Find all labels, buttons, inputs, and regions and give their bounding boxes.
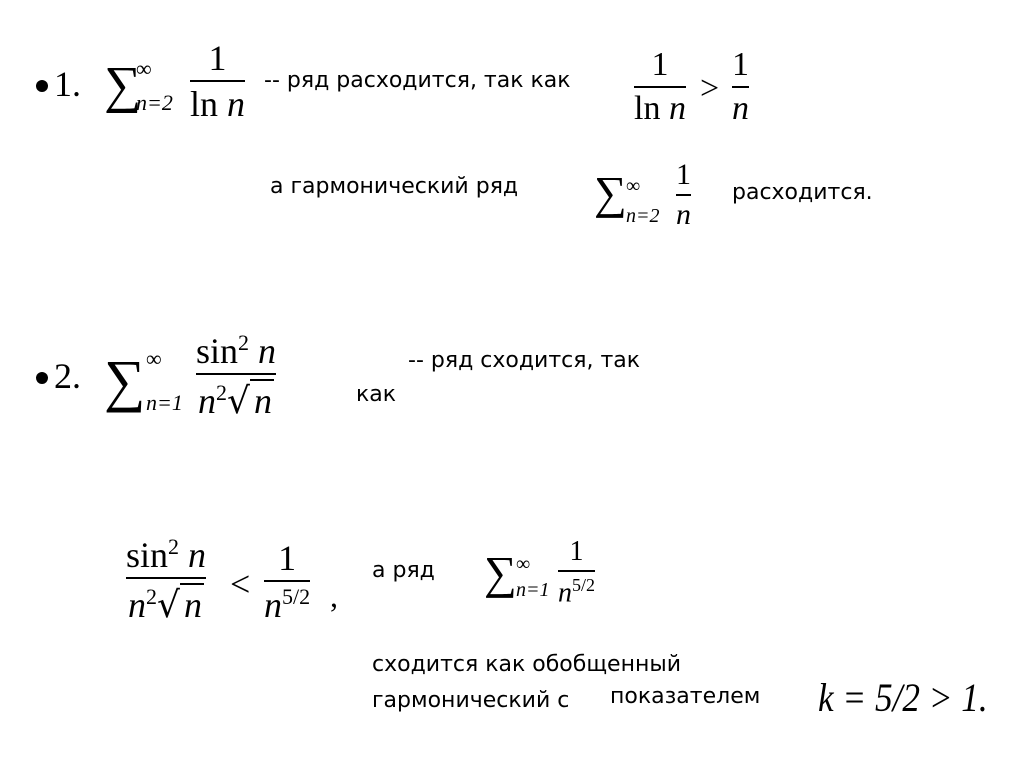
bullet-2 [36, 372, 48, 384]
item-2-number: 2. [54, 356, 81, 396]
item-2-text-a: -- ряд сходится, так [408, 348, 641, 373]
compare-2-right: 1 n5/2 [264, 538, 311, 625]
sum-1-sigma: ∑ [104, 57, 142, 114]
harmonic-lower: n=2 [626, 205, 660, 227]
sum-3-upper: ∞ [516, 553, 531, 575]
item-1-text: -- ряд расходится, так как [264, 68, 571, 93]
sum-2-sigma: ∑ [104, 348, 146, 413]
sum-1-lower: n=2 [136, 90, 173, 115]
exponent-inequality: k = 5/2 > 1. [818, 675, 988, 720]
sum-1-fraction: 1 ln n [190, 38, 246, 124]
sum-3-lower: n=1 [516, 579, 550, 601]
compare-2-op: < [230, 564, 251, 604]
compare-1-right: 1 n [732, 46, 749, 127]
sum-2-lower: n=1 [146, 390, 183, 415]
sum-1-den: ln n [190, 84, 246, 124]
sum-2-upper: ∞ [146, 346, 162, 371]
item-2-text3-word: показателем [610, 684, 761, 709]
item-1-text2: а гармонический ряд [270, 174, 519, 199]
harmonic-upper: ∞ [626, 175, 641, 197]
compare-1-op: > [700, 70, 720, 107]
bullet-1 [36, 80, 48, 92]
compare-2-left: sin2 n n2√n [126, 534, 207, 626]
harmonic-fraction: 1 n [676, 158, 691, 231]
sum-2-fraction: sin2 n n2√n [196, 330, 277, 422]
item-1-text3: расходится. [732, 180, 873, 205]
sum-1-num: 1 [208, 38, 227, 78]
compare-1-left: 1 ln n [634, 46, 686, 127]
sum-3-fraction: 1 n5/2 [558, 536, 596, 609]
sum-3-sigma: ∑ [484, 547, 517, 598]
fraction-bar [190, 80, 246, 82]
item-2-text3-line1: сходится как обобщенный [372, 652, 682, 677]
item-2-text2: а ряд [372, 558, 435, 583]
harmonic-sigma: ∑ [594, 167, 627, 218]
sqrt-symbol: √n [227, 379, 274, 422]
item-2-text-b: как [356, 382, 397, 407]
compare-2-comma: , [330, 578, 338, 614]
sum-1-upper: ∞ [136, 56, 152, 81]
item-1-number: 1. [54, 64, 81, 104]
item-2-text3-line2: гармонический с [372, 688, 570, 713]
